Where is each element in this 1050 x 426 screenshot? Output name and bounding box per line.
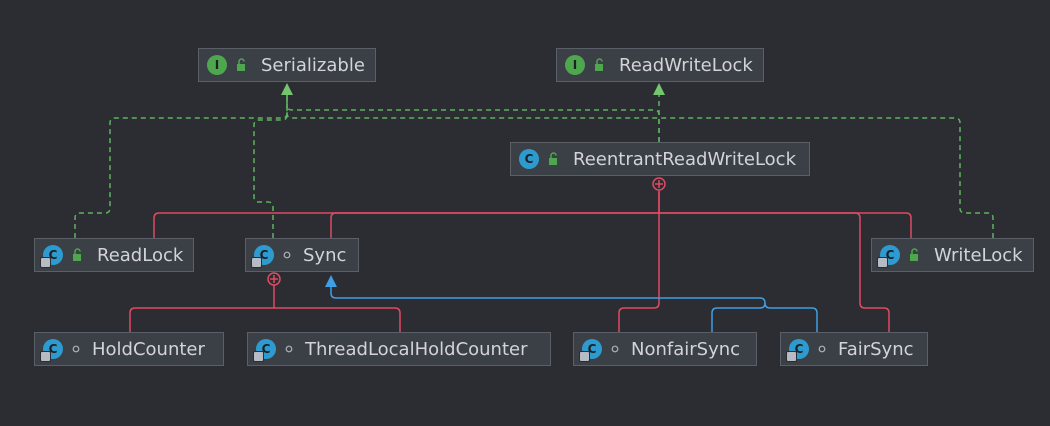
class-node-writelock[interactable]: C WriteLock	[871, 238, 1034, 272]
edge-fairsync-inner-of-reentrant	[658, 191, 890, 332]
class-name: ThreadLocalHoldCounter	[305, 338, 528, 360]
class-name: Sync	[303, 244, 347, 266]
inner-class-edges	[129, 191, 912, 332]
class-node-holdcounter[interactable]: C HoldCounter	[34, 332, 224, 366]
class-icon: C	[519, 149, 539, 169]
static-class-icon: C	[253, 339, 276, 362]
edge-writelock-implements-serializable	[286, 92, 994, 238]
edge-threadlocal-inner-of-sync	[274, 307, 401, 332]
package-private-icon	[283, 251, 291, 259]
public-unlock-icon	[549, 152, 557, 165]
class-name: ReadLock	[97, 244, 184, 266]
interface-icon: I	[565, 55, 585, 75]
class-name: WriteLock	[934, 244, 1023, 266]
class-node-readwritelock[interactable]: I ReadWriteLock	[556, 48, 764, 82]
static-class-icon: C	[40, 245, 63, 268]
static-class-icon: C	[40, 339, 63, 362]
edge-sync-implements-serializable	[253, 92, 288, 238]
implements-arrowhead	[281, 83, 293, 95]
public-unlock-icon	[910, 248, 918, 261]
package-private-icon	[611, 345, 619, 353]
static-class-icon: C	[877, 245, 900, 268]
class-node-nonfairsync[interactable]: C NonfairSync	[573, 332, 757, 366]
extends-edges	[330, 285, 818, 332]
class-node-fairsync[interactable]: C FairSync	[780, 332, 928, 366]
edge-holdcounter-inner-of-sync	[129, 285, 275, 332]
class-node-serializable[interactable]: I Serializable	[198, 48, 376, 82]
package-private-icon	[285, 345, 293, 353]
public-unlock-icon	[73, 248, 81, 261]
static-class-icon: C	[579, 339, 602, 362]
public-unlock-icon	[595, 58, 603, 71]
edge-sync-inner-of-reentrant	[330, 212, 659, 238]
implements-edges	[74, 92, 994, 238]
edge-nonfairsync-inner-of-reentrant	[618, 191, 660, 332]
edge-fairsync-extends-sync	[764, 302, 818, 332]
class-name: FairSync	[838, 338, 914, 360]
package-private-icon	[72, 345, 80, 353]
package-private-icon	[818, 345, 826, 353]
extends-arrowhead	[325, 275, 337, 287]
class-node-reentrantreadwritelock[interactable]: C ReentrantReadWriteLock	[510, 142, 810, 176]
class-node-threadlocalholdcounter[interactable]: C ThreadLocalHoldCounter	[247, 332, 551, 366]
class-name: ReentrantReadWriteLock	[573, 148, 797, 170]
edge-readlock-implements-serializable	[74, 92, 288, 238]
class-name: ReadWriteLock	[619, 54, 753, 76]
abstract-static-class-icon: C	[251, 245, 274, 268]
inner-class-marker	[267, 272, 281, 286]
edge-reentrant-implements-serializable	[286, 92, 660, 142]
edge-readlock-inner-of-reentrant	[153, 212, 659, 238]
interface-icon: I	[207, 55, 227, 75]
edge-writelock-inner-of-reentrant	[659, 212, 912, 238]
public-unlock-icon	[237, 58, 245, 71]
class-name: HoldCounter	[92, 338, 205, 360]
class-node-readlock[interactable]: C ReadLock	[34, 238, 194, 272]
static-class-icon: C	[786, 339, 809, 362]
class-name: NonfairSync	[631, 338, 741, 360]
class-name: Serializable	[261, 54, 365, 76]
inner-class-marker	[652, 177, 666, 191]
implements-arrowhead	[653, 83, 665, 95]
class-node-sync[interactable]: C Sync	[245, 238, 359, 272]
